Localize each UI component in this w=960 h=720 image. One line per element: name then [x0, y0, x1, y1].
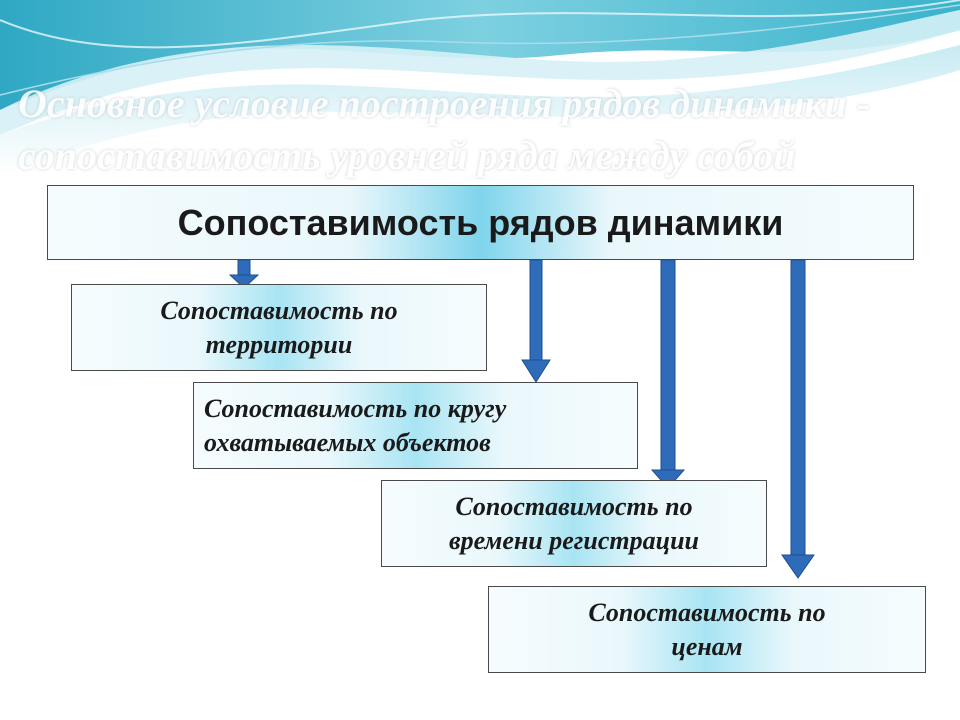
box-objects-scope-line2: охватываемых объектов [204, 427, 491, 457]
slide-heading: Основное условие построения рядов динами… [18, 78, 948, 182]
box-territory: Сопоставимость по территории [71, 284, 487, 371]
main-box-series-comparability: Сопоставимость рядов динамики [47, 185, 914, 260]
slide-heading-line2: сопоставимость уровней ряда между собой [18, 133, 796, 178]
box-prices-line2: ценам [671, 631, 743, 661]
box-registration-time-line2: времени регистрации [449, 525, 699, 555]
arrow-to-registration-time [650, 259, 686, 489]
box-registration-time: Сопоставимость по времени регистрации [381, 480, 767, 567]
arrow-to-prices [781, 259, 815, 579]
box-territory-line1: Сопоставимость по [160, 295, 398, 325]
arrow-to-objects [521, 259, 551, 383]
slide-heading-line1: Основное условие построения рядов динами… [18, 81, 871, 126]
box-territory-line2: территории [205, 329, 353, 359]
box-objects-scope: Сопоставимость по кругу охватываемых объ… [193, 382, 638, 469]
box-prices-line1: Сопоставимость по [588, 597, 826, 627]
main-box-label: Сопоставимость рядов динамики [177, 201, 784, 243]
box-prices: Сопоставимость по ценам [488, 586, 926, 673]
box-registration-time-line1: Сопоставимость по [455, 491, 693, 521]
box-objects-scope-line1: Сопоставимость по кругу [204, 393, 507, 423]
wave-header-decoration [0, 0, 960, 175]
